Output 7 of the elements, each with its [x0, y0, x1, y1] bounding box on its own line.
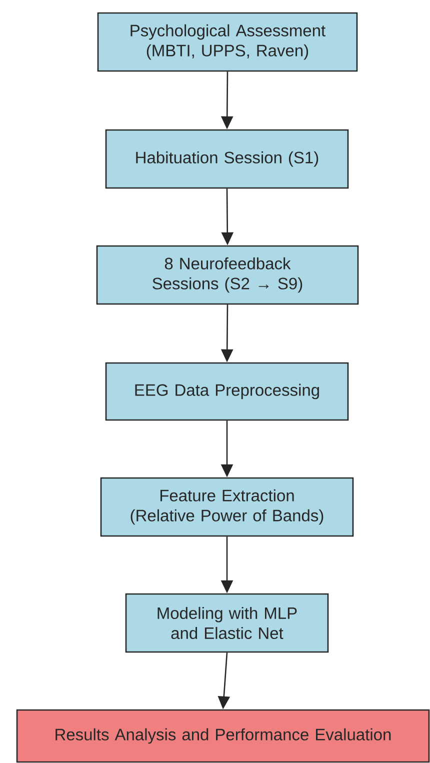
- process-box: Modeling with MLP and Elastic Net: [125, 593, 329, 653]
- process-box: EEG Data Preprocessing: [105, 362, 349, 421]
- process-box: Psychological Assessment (MBTI, UPPS, Raven): [97, 12, 358, 72]
- process-box: Habituation Session (S1): [105, 129, 349, 189]
- process-box: Feature Extraction (Relative Power of Bands): [100, 477, 354, 537]
- result-box: Results Analysis and Performance Evaluation: [16, 709, 430, 763]
- process-box: 8 Neurofeedback Sessions (S2 → S9): [96, 245, 359, 305]
